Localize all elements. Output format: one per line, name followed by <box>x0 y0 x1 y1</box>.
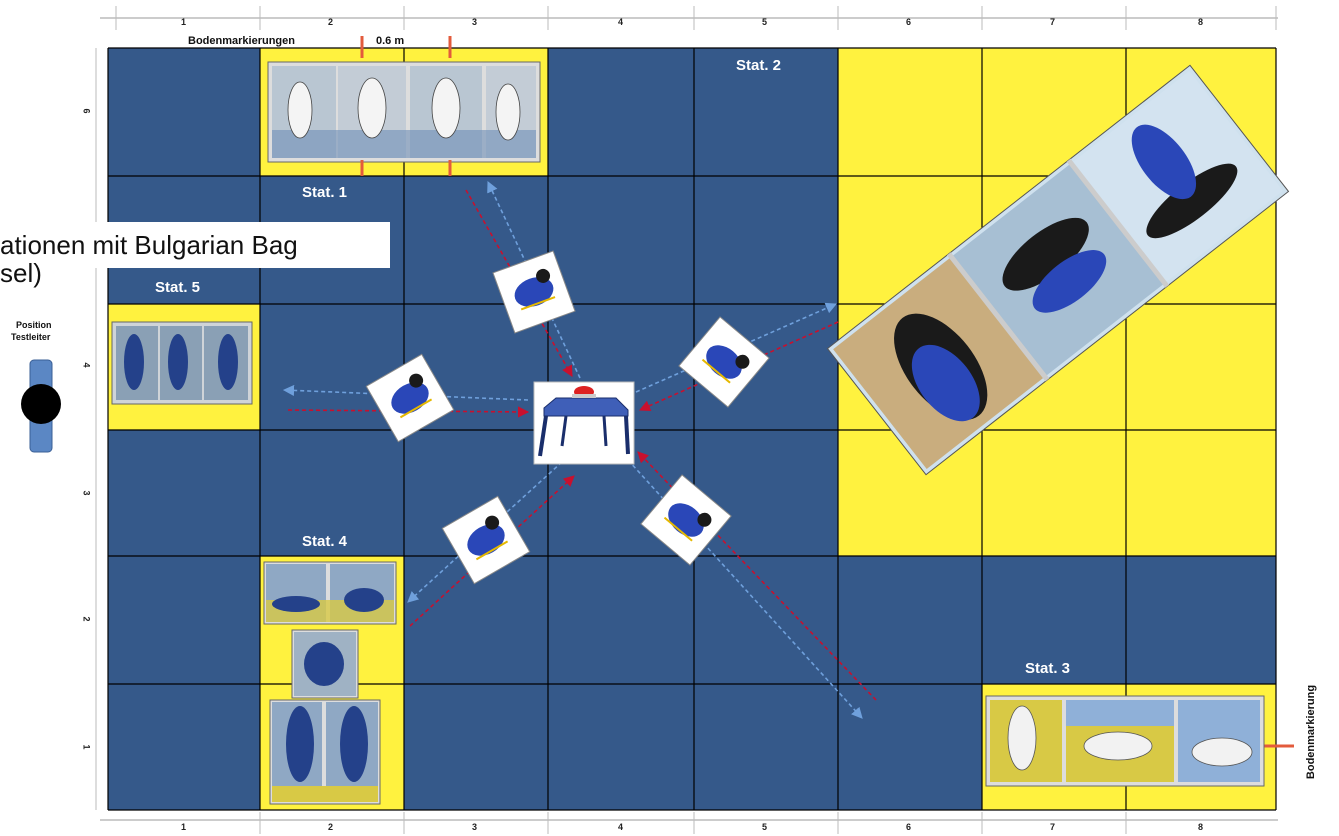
caption-line-2: sel) <box>0 258 42 289</box>
caption-overlay: ationen mit Bulgarian Bag sel) <box>0 222 390 268</box>
ruler-bottom-2: 2 <box>328 822 333 832</box>
distance-label: 0.6 m <box>376 35 404 47</box>
ruler-bottom <box>100 812 1278 834</box>
ruler-left-3: 3 <box>82 490 92 495</box>
ruler-top-2: 2 <box>328 17 333 27</box>
ruler-bottom-4: 4 <box>618 822 623 832</box>
ruler-top-6: 6 <box>906 17 911 27</box>
ruler-bottom-5: 5 <box>762 822 767 832</box>
ruler-top-1: 1 <box>181 17 186 27</box>
caption-line-1: ationen mit Bulgarian Bag <box>0 230 298 261</box>
station5-photos <box>112 322 252 404</box>
ruler-top-4: 4 <box>618 17 623 27</box>
ruler-top <box>100 6 1278 30</box>
floor-markings-label: Bodenmarkierungen <box>188 35 295 47</box>
station1-label: Stat. 1 <box>302 184 347 201</box>
test-leader-marker <box>21 360 61 452</box>
center-table <box>534 382 634 464</box>
ruler-top-5: 5 <box>762 17 767 27</box>
station3-photos <box>986 696 1264 786</box>
position-label: Position <box>16 320 52 330</box>
ruler-bottom-7: 7 <box>1050 822 1055 832</box>
ruler-left-2: 2 <box>82 616 92 621</box>
ruler-bottom-1: 1 <box>181 822 186 832</box>
floor-marking-vertical-label: Bodenmarkierung <box>1305 685 1317 779</box>
station1-photos <box>268 62 540 162</box>
ruler-top-3: 3 <box>472 17 477 27</box>
station5-label: Stat. 5 <box>155 279 200 296</box>
ruler-bottom-6: 6 <box>906 822 911 832</box>
ruler-left-6: 6 <box>82 108 92 113</box>
ruler-top-7: 7 <box>1050 17 1055 27</box>
ruler-left-4: 4 <box>82 362 92 367</box>
ruler-left-1: 1 <box>82 744 92 749</box>
ruler-top-8: 8 <box>1198 17 1203 27</box>
station2-label: Stat. 2 <box>736 57 781 74</box>
test-leader-label: Testleiter <box>11 332 50 342</box>
ruler-bottom-8: 8 <box>1198 822 1203 832</box>
station4-label: Stat. 4 <box>302 533 347 550</box>
station3-label: Stat. 3 <box>1025 660 1070 677</box>
ruler-bottom-3: 3 <box>472 822 477 832</box>
